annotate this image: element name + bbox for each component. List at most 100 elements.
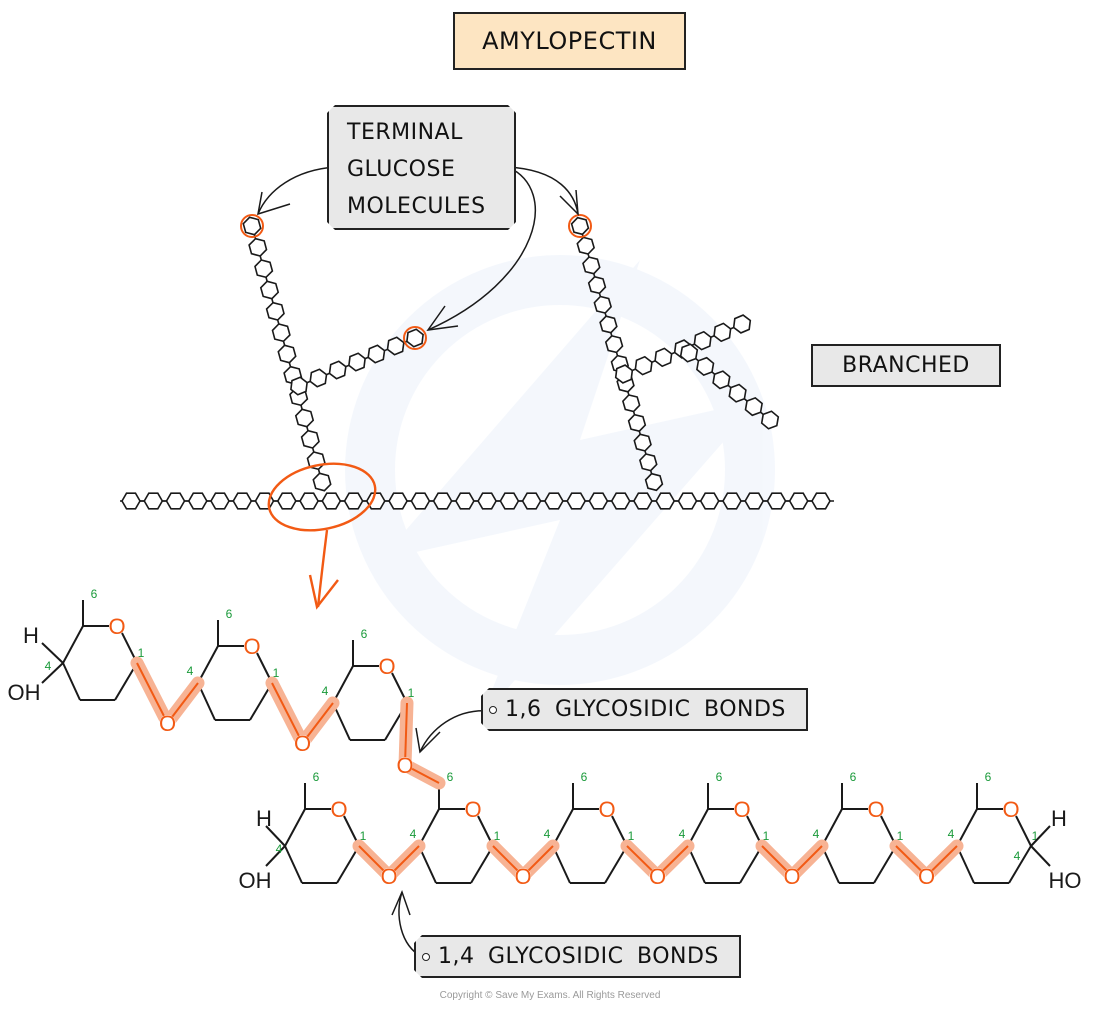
hydrogen-label: H: [23, 623, 39, 648]
carbon-6-number: 6: [850, 770, 857, 784]
arrow-head-icon: [391, 889, 411, 916]
terminal-highlight-circle: [403, 326, 427, 350]
bridge-oxygen-label: O: [294, 731, 311, 756]
ring-bond: [1008, 845, 1032, 884]
carbon-1-number: 1: [273, 666, 280, 680]
glucose-unit-icon: [639, 453, 658, 472]
glucose-unit-icon: [655, 492, 676, 510]
arrow-head-icon: [257, 191, 291, 216]
bond-1-6-label: 1,6 GLYCOSIDIC BONDS: [481, 688, 808, 731]
tag-hole-icon: [422, 953, 430, 961]
ring-bond: [284, 845, 303, 884]
glucose-unit-icon: [386, 336, 405, 356]
glucose-unit-icon: [321, 492, 342, 510]
ring-bond: [873, 845, 897, 884]
carbon-4-number: 4: [679, 827, 686, 841]
glucose-unit-icon: [732, 314, 752, 334]
glucose-unit-icon: [599, 315, 618, 334]
glucose-unit-icon: [744, 492, 765, 510]
glucose-unit-icon: [265, 301, 285, 321]
glucose-unit-icon: [271, 323, 291, 343]
glucose-unit-icon: [699, 492, 720, 510]
glucose-unit-icon: [165, 492, 186, 510]
bond-oxygen-bg: [397, 757, 413, 773]
ring-oxygen-label: O: [1002, 797, 1019, 822]
hydroxyl-label: HO: [1049, 868, 1082, 893]
glucose-unit-icon: [593, 295, 612, 314]
carbon-4-number: 4: [948, 827, 955, 841]
glucose-unit-icon: [677, 492, 698, 510]
carbon-4-number: 4: [276, 842, 283, 856]
glucose-unit-icon: [614, 364, 634, 384]
glucose-unit-icon: [210, 492, 230, 510]
carbon-1-number: 1: [138, 646, 145, 660]
glucose-unit-icon: [712, 370, 731, 390]
carbon-6-number: 6: [361, 627, 368, 641]
carbon-1-number: 1: [494, 829, 501, 843]
glucose-unit-icon: [312, 472, 332, 492]
carbon-1-number: 1: [763, 829, 770, 843]
glucose-unit-icon: [521, 492, 542, 510]
carbon-1-number: 1: [1032, 829, 1039, 843]
carbon-1-number: 1: [408, 686, 415, 700]
glucose-unit-icon: [454, 492, 475, 510]
glucose-unit-icon: [576, 236, 595, 255]
terminal-pointer-left: [257, 166, 336, 215]
glucose-unit-icon: [679, 343, 699, 363]
ring-oxygen-label: O: [464, 797, 481, 822]
terminal-highlight-circle: [568, 214, 592, 238]
bridge-oxygen-label: O: [514, 864, 531, 889]
title-text: AMYLOPECTIN: [482, 27, 657, 55]
ring-bond: [197, 645, 219, 684]
glucose-unit-icon: [406, 328, 424, 348]
ring-bond: [821, 808, 843, 847]
glucose-unit-icon: [299, 492, 320, 510]
glucose-unit-icon: [348, 352, 366, 372]
watermark-logo: [345, 255, 775, 720]
glucose-unit-icon: [367, 344, 386, 364]
terminal-line-2: GLUCOSE: [347, 157, 456, 182]
ring-bond: [418, 808, 440, 847]
terminal-line-3: MOLECULES: [347, 194, 486, 219]
glucose-unit-icon: [570, 216, 590, 236]
branched-label: BRANCHED: [811, 344, 1001, 387]
glucose-unit-icon: [627, 413, 647, 433]
h-bond: [1030, 825, 1051, 847]
ring-bond: [956, 808, 978, 847]
oh-bond: [41, 662, 64, 684]
glucose-unit-icon: [622, 394, 641, 413]
carbon-4-number: 4: [45, 659, 52, 673]
bond-oxygen-bg: [381, 868, 397, 884]
oh-bond: [1030, 845, 1051, 867]
glucose-unit-icon: [587, 275, 607, 295]
glucose-unit-icon: [728, 383, 747, 403]
branch-point-highlight: [267, 462, 377, 532]
glucose-unit-icon: [232, 492, 253, 510]
ring-bond: [62, 662, 81, 701]
pointer-arrows: [257, 163, 579, 958]
ring-oxygen-label: O: [378, 654, 395, 679]
glucose-unit-icon: [788, 492, 809, 510]
carbon-1-number: 1: [360, 829, 367, 843]
glucose-unit-icon: [604, 335, 624, 354]
glucose-unit-icon: [766, 492, 787, 510]
carbon-6-number: 6: [226, 607, 233, 621]
ring-oxygen-label: O: [867, 797, 884, 822]
glucose-unit-icon: [760, 410, 780, 430]
bridge-oxygen-label: O: [380, 864, 397, 889]
hydrogen-label: H: [256, 806, 272, 831]
glucose-unit-icon: [654, 347, 673, 368]
carbon-4-number: 4: [187, 664, 194, 678]
bond-oxygen-bg: [784, 868, 800, 884]
carbon-4-number: 4: [813, 827, 820, 841]
arrow-head-icon: [426, 305, 459, 331]
carbon-4-number: 4: [1014, 849, 1021, 863]
glucose-unit-icon: [143, 492, 164, 510]
copyright-notice: Copyright © Save My Exams. All Rights Re…: [439, 990, 661, 1001]
glucose-chains: [120, 214, 834, 510]
carbon-6-number: 6: [716, 770, 723, 784]
glucose-unit-icon: [187, 492, 208, 510]
glucose-unit-icon: [644, 472, 664, 492]
carbon-6-number: 6: [985, 770, 992, 784]
